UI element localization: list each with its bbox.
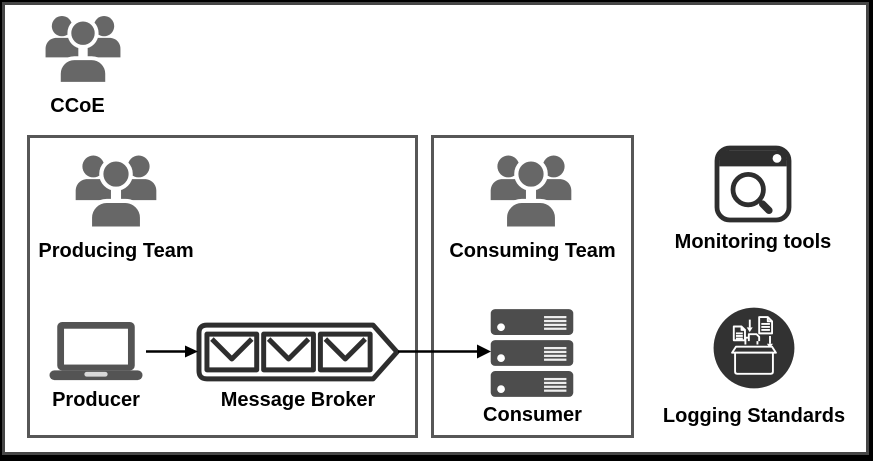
team-icon	[75, 155, 157, 231]
team-icon	[45, 16, 121, 86]
consumer-label: Consumer	[483, 404, 582, 426]
team-icon	[490, 155, 572, 231]
monitoring-tools-label: Monitoring tools	[674, 231, 832, 253]
message-broker-label: Message Broker	[220, 389, 376, 411]
archive-documents-icon	[713, 307, 795, 389]
producing-team-label: Producing Team	[38, 240, 194, 262]
logging-standards-label: Logging Standards	[662, 405, 846, 427]
arrow-producer-to-broker-icon	[146, 345, 198, 358]
browser-magnifier-icon	[714, 145, 792, 223]
envelope-queue-icon	[196, 322, 400, 382]
consuming-team-label: Consuming Team	[449, 240, 616, 262]
arrow-broker-to-consumer-icon	[398, 344, 491, 359]
server-stack-icon	[490, 309, 574, 397]
producer-label: Producer	[52, 389, 140, 411]
laptop-icon	[49, 321, 143, 381]
ccoe-label: CCoE	[50, 95, 105, 117]
